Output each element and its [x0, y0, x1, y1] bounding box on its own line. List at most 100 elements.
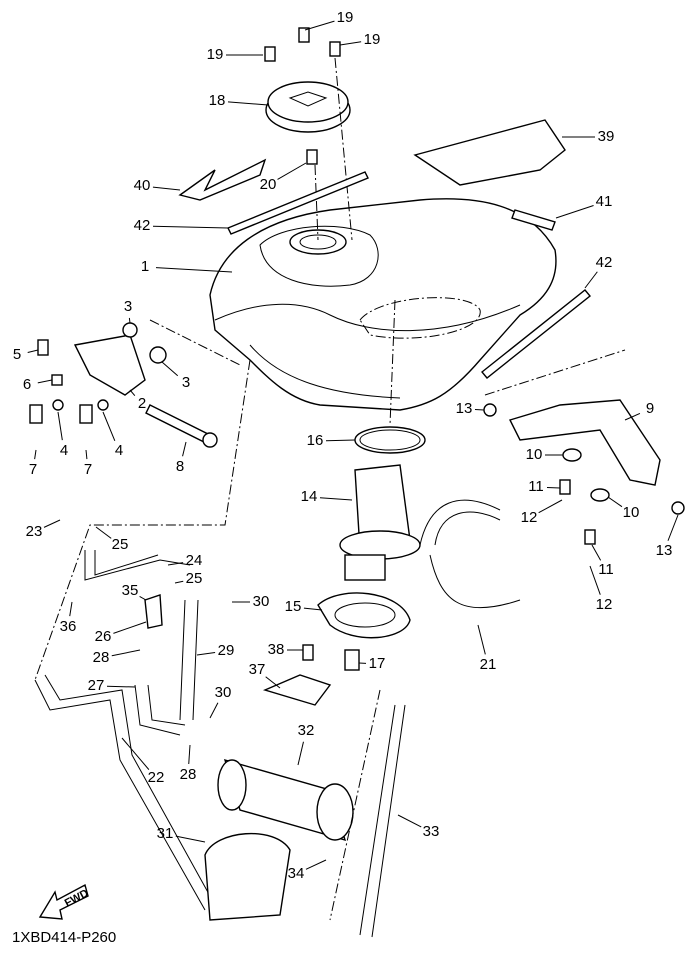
callout-19: 19: [337, 9, 354, 26]
callout-13: 13: [456, 400, 473, 417]
callout-16: 16: [307, 432, 324, 449]
leader-line: [319, 497, 353, 501]
leader-line: [607, 496, 623, 508]
leader-line: [111, 649, 141, 657]
callout-37: 37: [249, 661, 266, 678]
callout-35: 35: [122, 582, 139, 599]
forward-arrow-icon: FWD: [38, 883, 91, 920]
leader-line: [174, 580, 184, 584]
leader-line: [277, 162, 307, 180]
callout-36: 36: [60, 618, 77, 635]
leader-line: [188, 744, 191, 765]
leader-line: [555, 205, 594, 219]
leader-line: [196, 652, 216, 656]
leader-line: [113, 621, 147, 634]
leader-line: [106, 685, 136, 688]
leader-line: [69, 601, 73, 617]
gasket: [354, 426, 426, 454]
callout-12: 12: [521, 509, 538, 526]
leader-line: [209, 702, 219, 719]
damper: [344, 649, 360, 671]
callout-7: 7: [29, 461, 37, 478]
fuel-hose: [419, 499, 521, 609]
leader-line: [128, 317, 131, 324]
callout-11: 11: [598, 561, 614, 578]
callout-25: 25: [112, 536, 129, 553]
leader-line: [591, 544, 602, 561]
leader-line: [161, 361, 179, 377]
emblem: [178, 158, 267, 201]
leader-line: [339, 41, 362, 46]
callout-23: 23: [26, 523, 43, 540]
drain-hose: [359, 704, 406, 938]
canister-band: [204, 832, 291, 921]
hose-29: [179, 599, 199, 721]
leader-line: [167, 562, 184, 566]
callout-27: 27: [88, 677, 105, 694]
leader-line: [85, 449, 88, 460]
leader-line: [589, 565, 601, 595]
callout-30: 30: [253, 593, 270, 610]
leader-line: [129, 389, 136, 396]
callout-22: 22: [148, 769, 165, 786]
leader-line: [155, 267, 233, 273]
callout-42: 42: [134, 217, 151, 234]
hose-22: [34, 674, 216, 911]
callout-30: 30: [215, 684, 232, 701]
hose-27: [134, 684, 186, 736]
leader-line: [139, 595, 147, 601]
callout-29: 29: [218, 642, 235, 659]
leader-line: [27, 349, 39, 353]
callout-12: 12: [596, 596, 613, 613]
front-bracket: [29, 322, 218, 448]
callout-6: 6: [23, 376, 31, 393]
leader-line: [34, 449, 37, 460]
callout-20: 20: [260, 176, 277, 193]
callout-38: 38: [268, 641, 285, 658]
callout-10: 10: [526, 446, 543, 463]
fuel-tank: [209, 198, 557, 411]
callout-2: 2: [138, 395, 146, 412]
breather-hose: [84, 550, 191, 581]
leader-line: [325, 439, 356, 442]
callout-11: 11: [528, 478, 544, 495]
leader-line: [584, 271, 598, 289]
leader-line: [175, 835, 206, 843]
callout-40: 40: [134, 177, 151, 194]
leader-line: [37, 379, 53, 384]
callout-7: 7: [84, 461, 92, 478]
leader-line: [546, 486, 561, 489]
callout-42: 42: [596, 254, 613, 271]
callout-24: 24: [186, 552, 203, 569]
callout-13: 13: [656, 542, 673, 559]
callout-28: 28: [93, 649, 110, 666]
callout-33: 33: [423, 823, 440, 840]
leader-line: [397, 814, 422, 828]
callout-15: 15: [285, 598, 302, 615]
leader-line: [305, 859, 327, 870]
hose-holder: [262, 674, 332, 706]
callout-32: 32: [298, 722, 315, 739]
callout-4: 4: [115, 442, 123, 459]
callout-3: 3: [182, 374, 190, 391]
callout-1: 1: [141, 258, 149, 275]
leader-line: [102, 411, 116, 442]
leader-line: [624, 412, 641, 421]
fwd-label: FWD: [63, 887, 91, 909]
callout-18: 18: [209, 92, 226, 109]
callout-41: 41: [596, 193, 613, 210]
callout-5: 5: [13, 346, 21, 363]
rubber-strip: [481, 289, 591, 379]
callout-25: 25: [186, 570, 203, 587]
leader-line: [265, 676, 281, 689]
callout-14: 14: [301, 488, 318, 505]
pump-plate: [317, 592, 411, 639]
leader-line: [121, 737, 150, 770]
canister: [217, 758, 354, 842]
side-cover: [413, 119, 566, 186]
callout-26: 26: [95, 628, 112, 645]
leader-line: [227, 101, 269, 106]
leader-line: [304, 20, 335, 31]
leader-line: [43, 519, 61, 528]
